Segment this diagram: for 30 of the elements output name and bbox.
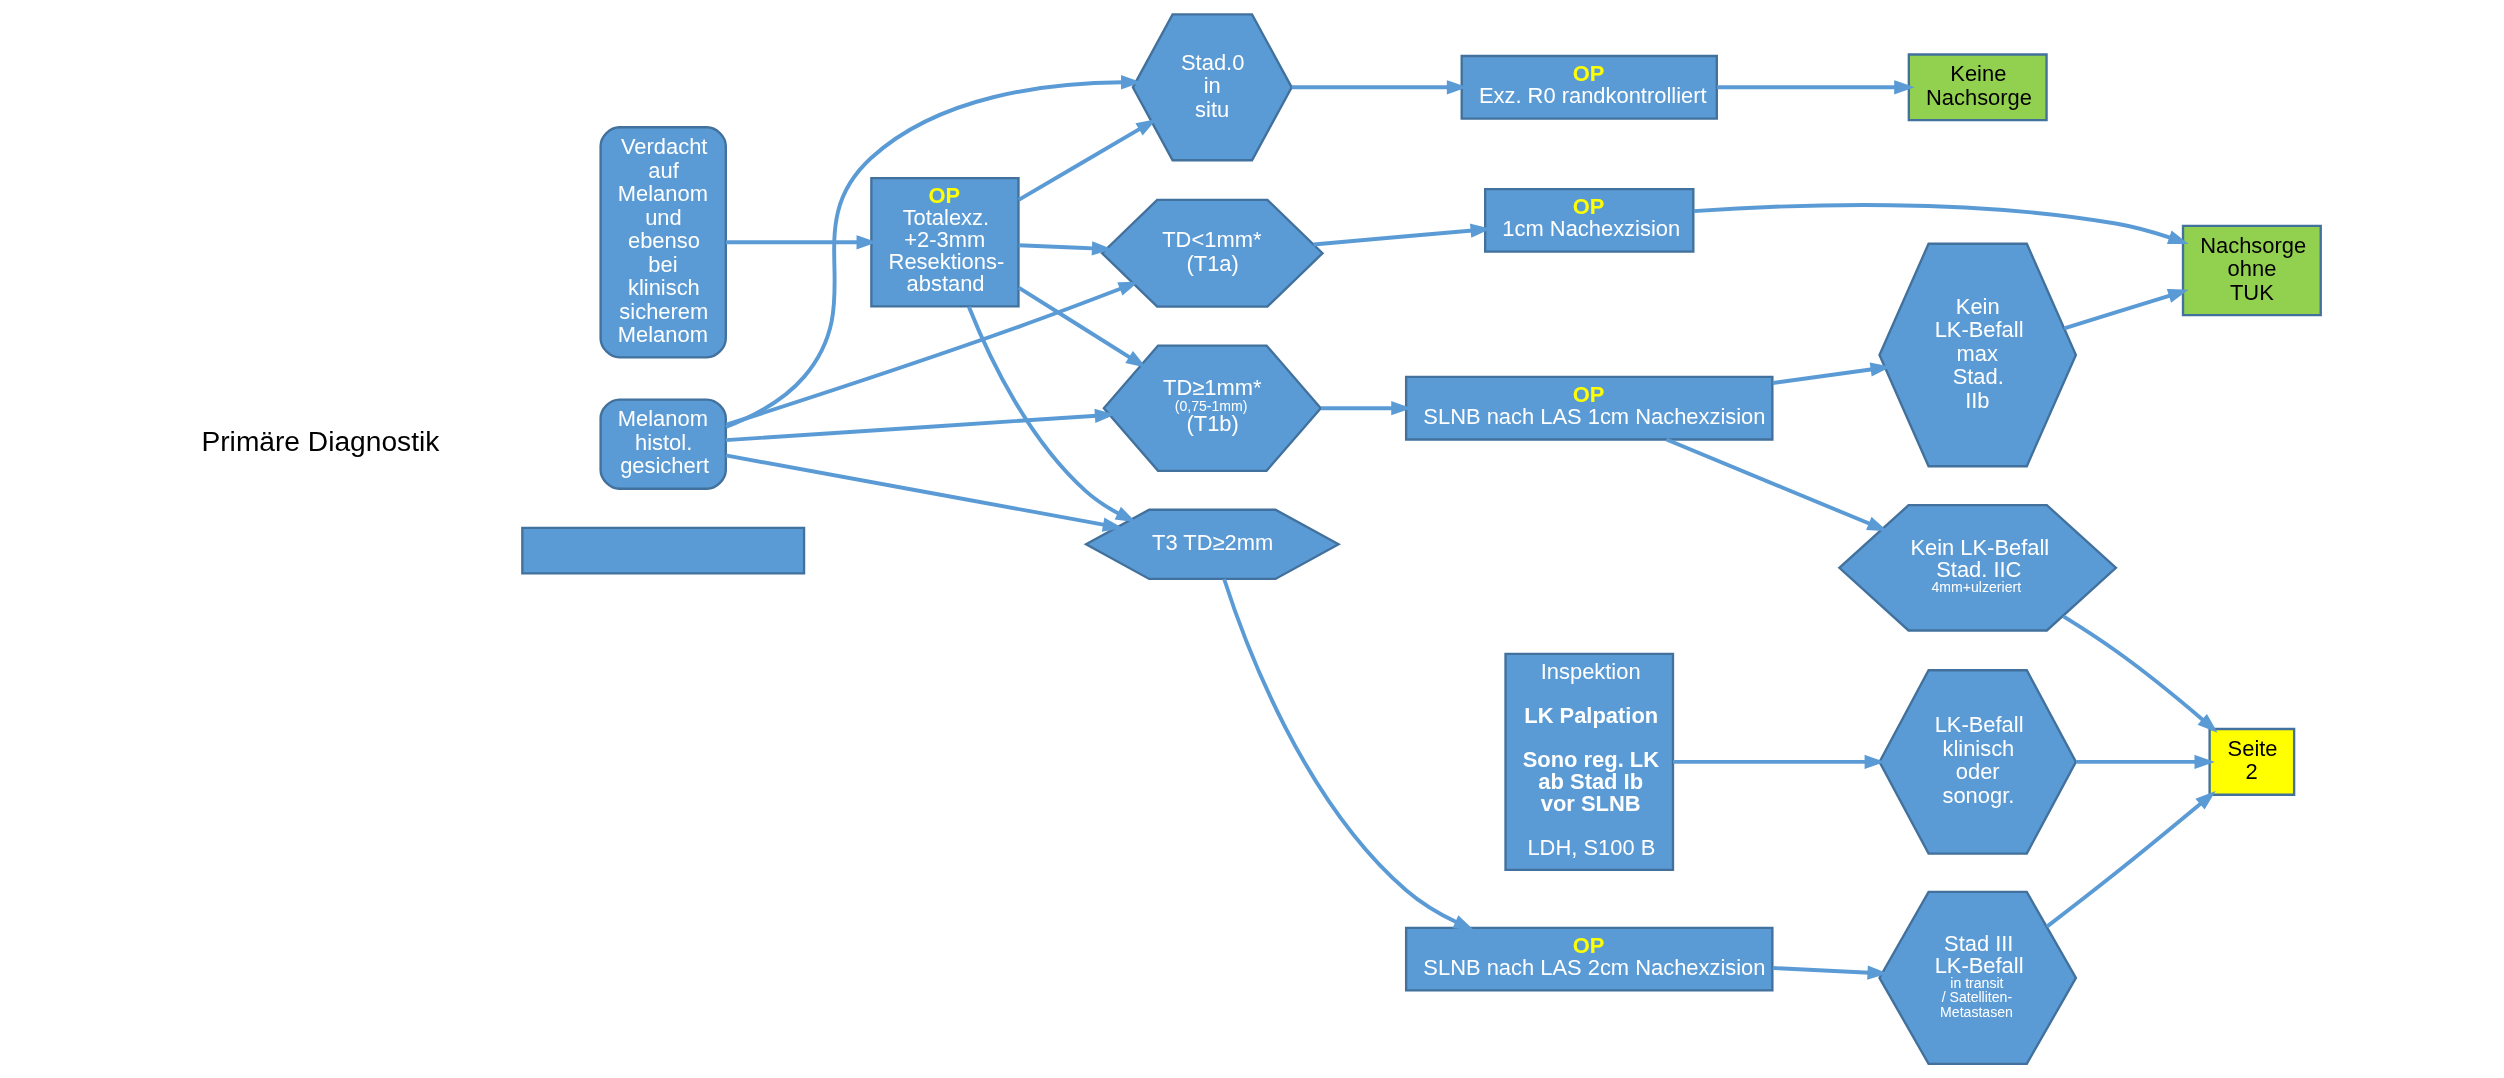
arrow (2061, 614, 2218, 733)
node-box: OP SLNB nach LAS 2cm Nachexzision (1404, 926, 1774, 992)
arrow (724, 453, 1123, 532)
arrow (725, 408, 1115, 443)
node-box: Nachsorge ohne TUK (2181, 224, 2322, 317)
node-box: Seite 2 (2207, 727, 2295, 796)
arrow (724, 75, 1141, 429)
arrow (966, 305, 1136, 523)
arrow (2045, 791, 2216, 929)
arrow (1665, 437, 1888, 532)
node-box: Inspektion LK Palpation Sono reg. LK ab Stad Ib vor SLNB LDH, S100 B (1503, 652, 1674, 872)
arrow (1017, 285, 1146, 368)
arrow (1017, 119, 1157, 202)
node-box: OP Totalexz. +2-3mm Resektions- abstand (869, 176, 1020, 308)
node-box: Melanom histol. gesichert (598, 398, 727, 490)
arrow (1672, 754, 1885, 770)
node-box: OP Exz. R0 randkontrolliert (1460, 54, 1718, 120)
label: Primäre Diagnostik (200, 425, 439, 458)
arrow (1716, 80, 1915, 95)
arrow (2063, 289, 2188, 331)
node-box: Keine Nachsorge (1907, 53, 2048, 122)
node-box: OP 1cm Nachexzision (1483, 187, 1694, 253)
arrow (1693, 203, 2189, 245)
node-box (520, 526, 805, 575)
arrow (1018, 241, 1112, 256)
arrow (1221, 578, 1474, 931)
arrow (2075, 754, 2215, 770)
arrow (725, 281, 1139, 427)
node-box: OP SLNB nach LAS 1cm Nachexzision (1404, 375, 1774, 441)
node-box: Verdacht auf Melanom und ebenso bei klinisch sicherem Melanom (598, 126, 727, 359)
